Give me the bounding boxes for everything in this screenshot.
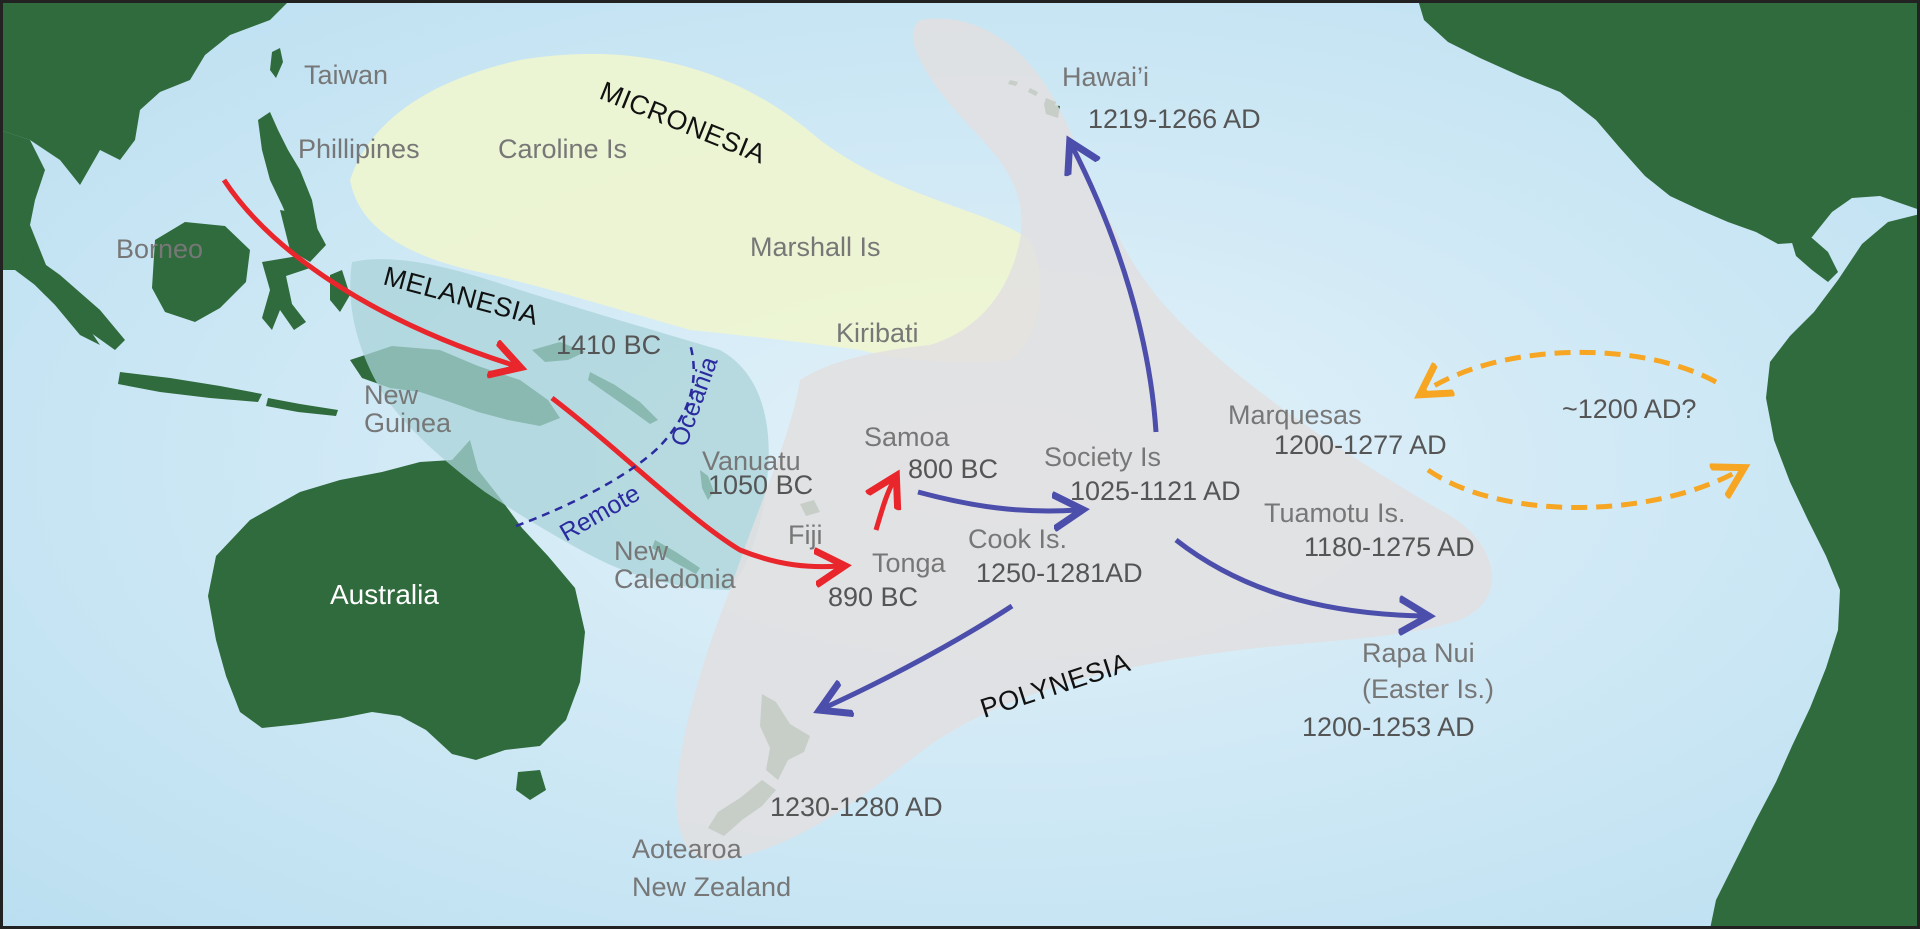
date-tuamotu: 1180-1275 AD — [1304, 532, 1475, 562]
maluku-islands — [330, 270, 350, 312]
label-new-caledonia-1: New — [614, 536, 669, 566]
label-tuamotu: Tuamotu Is. — [1264, 498, 1406, 528]
arrow-samoa-to-society — [917, 489, 1078, 511]
south-america — [1710, 214, 1920, 929]
label-australia: Australia — [330, 579, 439, 610]
arrow-society-to-hawaii — [1072, 146, 1159, 433]
lesser-sunda — [266, 398, 338, 416]
date-new-zealand: 1230-1280 AD — [770, 792, 943, 822]
date-hawaii: 1219-1266 AD — [1088, 104, 1261, 134]
label-tonga: Tonga — [872, 548, 947, 578]
date-tonga: 890 BC — [828, 582, 918, 612]
sulawesi-island — [262, 256, 310, 330]
date-rapa-nui: 1200-1253 AD — [1302, 712, 1475, 742]
arrow-americas-to-polynesia — [1424, 349, 1718, 392]
label-aotearoa-1: Aotearoa — [632, 834, 743, 864]
date-americas-contact: ~1200 AD? — [1562, 394, 1696, 424]
arrow-taiwan-to-bismarck — [221, 178, 516, 366]
micronesia-region — [350, 53, 1041, 362]
date-marquesas: 1200-1277 AD — [1274, 430, 1447, 460]
label-vanuatu: Vanuatu — [702, 446, 801, 476]
caribbean-islands — [1858, 102, 1918, 118]
label-society: Society Is — [1044, 442, 1161, 472]
north-america — [1418, 0, 1920, 244]
tasmania-island — [516, 770, 546, 800]
label-hawaii: Hawai’i — [1062, 62, 1149, 92]
arrow-society-to-rapa-nui — [1174, 538, 1424, 616]
arrow-tonga-to-samoa — [876, 480, 894, 531]
date-vanuatu: 1050 BC — [708, 470, 813, 500]
date-cook: 1250-1281AD — [976, 558, 1143, 588]
label-marshall: Marshall Is — [750, 232, 881, 262]
label-new-caledonia-2: Caledonia — [614, 564, 737, 594]
arrow-cook-to-new-zealand — [824, 603, 1014, 708]
label-rapa-nui-2: (Easter Is.) — [1362, 674, 1494, 704]
date-samoa: 800 BC — [908, 454, 998, 484]
central-america — [1790, 236, 1838, 282]
asia-mainland — [0, 0, 290, 185]
taiwan-island — [270, 48, 283, 78]
label-samoa: Samoa — [864, 422, 951, 452]
label-marquesas: Marquesas — [1228, 400, 1362, 430]
label-cook: Cook Is. — [968, 524, 1067, 554]
label-new-guinea-1: New — [364, 380, 419, 410]
migration-arrows — [221, 146, 1740, 708]
label-taiwan: Taiwan — [304, 60, 388, 90]
label-kiribati: Kiribati — [836, 318, 919, 348]
label-caroline: Caroline Is — [498, 134, 627, 164]
label-rapa-nui-1: Rapa Nui — [1362, 638, 1475, 668]
label-phillipines: Phillipines — [298, 134, 420, 164]
date-society: 1025-1121 AD — [1070, 476, 1241, 506]
arrow-bismarck-to-tonga — [550, 396, 840, 567]
label-aotearoa-2: New Zealand — [632, 872, 791, 902]
polynesia-region — [676, 18, 1493, 861]
sumatra-island — [20, 250, 125, 350]
label-new-guinea-2: Guinea — [364, 408, 452, 438]
philippines-south — [280, 210, 326, 262]
australia-continent — [208, 440, 585, 760]
label-fiji: Fiji — [788, 520, 823, 550]
borneo-island — [152, 222, 250, 322]
java-island — [118, 372, 262, 402]
date-bismarck: 1410 BC — [556, 330, 661, 360]
label-borneo: Borneo — [116, 234, 203, 264]
remote-oceania-boundary — [515, 343, 695, 528]
southeast-asia — [0, 130, 100, 345]
arrow-polynesia-to-americas — [1426, 470, 1740, 510]
